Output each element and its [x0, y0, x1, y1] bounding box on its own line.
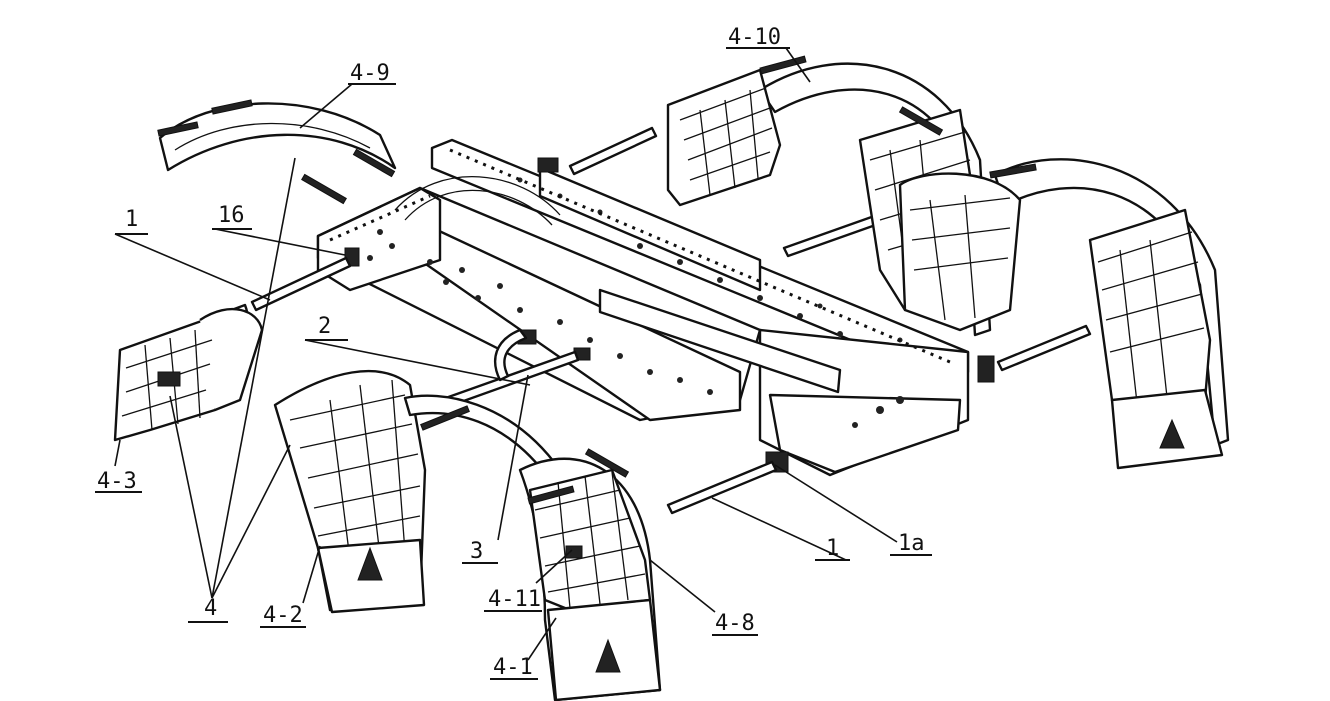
- leader-lines: [114, 47, 898, 661]
- callout-4: 4: [204, 596, 217, 621]
- fender-4-10: [666, 55, 992, 337]
- fender-right-rear: [898, 158, 1230, 470]
- fender-4-1: [518, 448, 662, 701]
- callout-4-10: 4-10: [728, 25, 781, 50]
- callout-4-3: 4-3: [97, 469, 137, 494]
- callout-1a: 1a: [898, 531, 925, 556]
- callout-4-9: 4-9: [350, 61, 390, 86]
- callout-4-1: 4-1: [493, 655, 533, 680]
- callout-1-left: 1: [125, 207, 138, 232]
- fender-4-9: [157, 99, 397, 205]
- callout-4-2: 4-2: [263, 603, 303, 628]
- fender-4-2: [273, 369, 562, 614]
- callout-16: 16: [218, 203, 245, 228]
- callout-labels: 4-10 4-9 1 16 2 4-3 3 1 1a 4 4-2 4-11 4-…: [95, 25, 932, 680]
- callout-4-8: 4-8: [715, 611, 755, 636]
- callout-2: 2: [318, 314, 331, 339]
- callout-1-right: 1: [826, 536, 839, 561]
- callout-3: 3: [470, 539, 483, 564]
- callout-4-11: 4-11: [488, 587, 541, 612]
- frame-assembly: [316, 138, 995, 477]
- fender-4-3: [113, 303, 264, 442]
